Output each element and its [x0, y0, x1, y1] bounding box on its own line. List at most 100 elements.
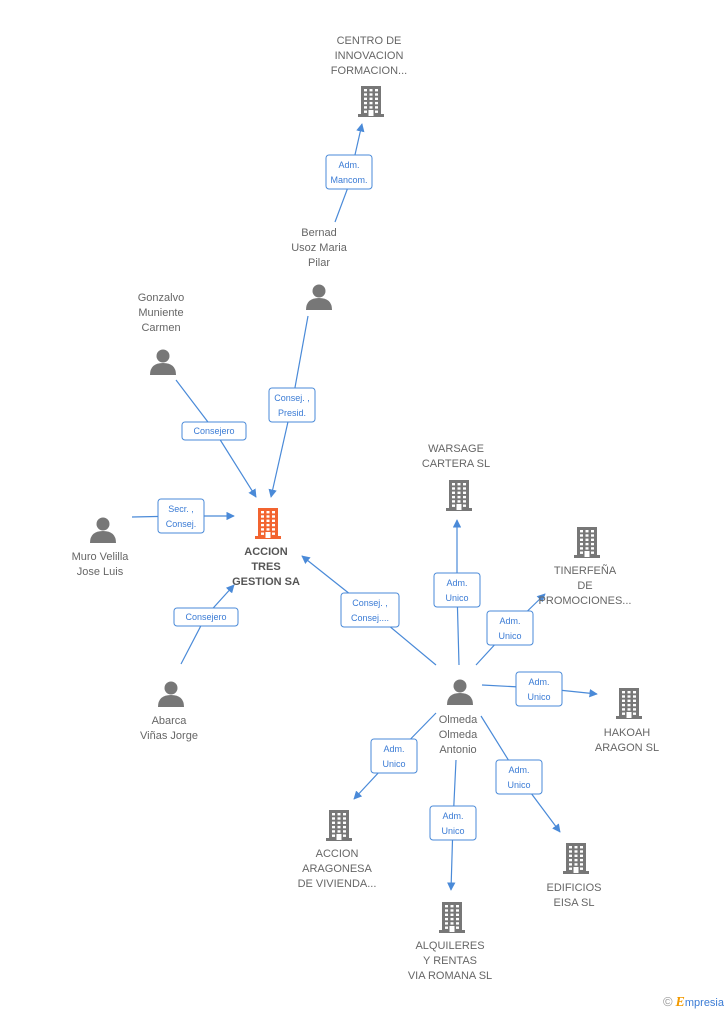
node-label-line: Gonzalvo: [138, 292, 184, 304]
role-box: [173, 607, 239, 627]
role-label-olmeda-tinerfena[interactable]: Adm. Unico: [486, 610, 534, 646]
node-label-line: Muro Velilla: [72, 551, 130, 563]
node-label-line: ACCION: [244, 546, 287, 558]
role-label-olmeda-eisa[interactable]: Adm. Unico: [495, 759, 543, 795]
role-box: [370, 738, 418, 774]
node-label-line: INNOVACION: [335, 50, 404, 62]
person-icon: [90, 517, 116, 543]
node-label-line: GESTION SA: [232, 576, 300, 588]
role-label-olmeda-aragonesa[interactable]: Adm. Unico: [370, 738, 418, 774]
building-icon: [574, 527, 600, 558]
role-text: Adm.: [383, 744, 404, 754]
role-box: [495, 759, 543, 795]
edge-bernad-centro: [334, 123, 365, 223]
role-label-bernad-centro[interactable]: Adm. Mancom.: [325, 154, 373, 190]
node-tinerfena[interactable]: TINERFEÑA DE PROMOCIONES...: [539, 527, 632, 607]
node-warsage[interactable]: WARSAGE CARTERA SL: [422, 443, 490, 511]
node-label-line: DE VIVIENDA...: [298, 878, 377, 890]
brand-footer[interactable]: ©Empresia: [663, 994, 724, 1011]
node-label-line: TRES: [251, 561, 280, 573]
role-text: Adm.: [499, 616, 520, 626]
role-label-muro-center[interactable]: Secr. ,Consej.: [157, 498, 205, 534]
node-label-line: WARSAGE: [428, 443, 484, 455]
building-icon: [255, 508, 281, 539]
role-label-olmeda-alquileres[interactable]: Adm. Unico: [429, 805, 477, 841]
node-label-line: Y RENTAS: [423, 955, 477, 967]
role-text: Consejero: [185, 612, 226, 622]
role-text: Unico: [498, 631, 521, 641]
node-label-line: FORMACION...: [331, 65, 407, 77]
person-icon: [447, 679, 473, 705]
person-icon: [150, 349, 176, 375]
node-label-line: ALQUILERES: [415, 940, 484, 952]
node-label-line: Abarca: [152, 715, 188, 727]
node-label-line: Olmeda: [439, 714, 478, 726]
node-label-line: VIA ROMANA SL: [408, 970, 492, 982]
role-text: Consej....: [351, 613, 389, 623]
role-label-olmeda-warsage[interactable]: Adm. Unico: [433, 572, 481, 608]
role-text: Unico: [441, 826, 464, 836]
role-text: Adm.: [508, 765, 529, 775]
node-label-line: Pilar: [308, 257, 330, 269]
node-label-line: Usoz Maria: [291, 242, 348, 254]
role-text: Presid.: [278, 408, 306, 418]
role-box: [486, 610, 534, 646]
person-icon: [306, 284, 332, 310]
node-label-line: Jose Luis: [77, 566, 124, 578]
role-box: [325, 154, 373, 190]
role-box: [268, 387, 316, 423]
node-label-line: Olmeda: [439, 729, 478, 741]
person-icon: [158, 681, 184, 707]
role-text: Adm.: [338, 160, 359, 170]
role-text: Unico: [527, 692, 550, 702]
node-label-line: CARTERA SL: [422, 458, 490, 470]
node-label-line: TINERFEÑA: [554, 564, 617, 577]
role-label-bernad-center[interactable]: Consej. , Presid.: [268, 387, 316, 423]
node-label-line: HAKOAH: [604, 727, 651, 739]
node-centro[interactable]: CENTRO DEINNOVACIONFORMACION...: [331, 35, 407, 117]
role-box: [181, 421, 247, 441]
node-label-line: Antonio: [439, 744, 476, 756]
role-label-olmeda-hakoah[interactable]: Adm. Unico: [515, 671, 563, 707]
node-aragonesa[interactable]: ACCION ARAGONESA DE VIVIENDA...: [298, 810, 377, 890]
role-label-gonzalvo-center[interactable]: Consejero: [181, 421, 247, 441]
node-center[interactable]: ACCION TRES GESTION SA: [232, 508, 300, 588]
role-text: Unico: [445, 593, 468, 603]
node-hakoah[interactable]: HAKOAH ARAGON SL: [595, 688, 659, 754]
brand-logo-letter: E: [675, 995, 685, 1010]
role-text: Adm.: [528, 677, 549, 687]
building-icon: [439, 902, 465, 933]
node-label-line: ARAGONESA: [302, 863, 372, 875]
node-label-line: DE: [577, 580, 592, 592]
node-label-line: Viñas Jorge: [140, 730, 198, 742]
role-box: [433, 572, 481, 608]
node-label-line: PROMOCIONES...: [539, 595, 632, 607]
role-label-abarca-center[interactable]: Consejero: [173, 607, 239, 627]
role-text: Mancom.: [330, 175, 367, 185]
role-text: Unico: [507, 780, 530, 790]
node-alquileres[interactable]: ALQUILERES Y RENTAS VIA ROMANA SL: [408, 902, 492, 982]
node-label-line: ACCION: [316, 848, 359, 860]
role-text: Adm.: [446, 578, 467, 588]
role-text: Unico: [382, 759, 405, 769]
building-icon: [446, 480, 472, 511]
role-box: [429, 805, 477, 841]
brand-name: mpresia: [684, 997, 724, 1009]
role-box: [515, 671, 563, 707]
role-text: Adm.: [442, 811, 463, 821]
role-label-olmeda-center[interactable]: Consej. ,Consej....: [340, 592, 400, 628]
building-icon: [326, 810, 352, 841]
role-text: Secr. ,: [168, 504, 194, 514]
building-icon: [358, 86, 384, 117]
node-label-line: ARAGON SL: [595, 742, 659, 754]
role-text: Consej. ,: [274, 393, 310, 403]
node-label-line: Muniente: [138, 307, 183, 319]
role-box: [340, 592, 400, 628]
